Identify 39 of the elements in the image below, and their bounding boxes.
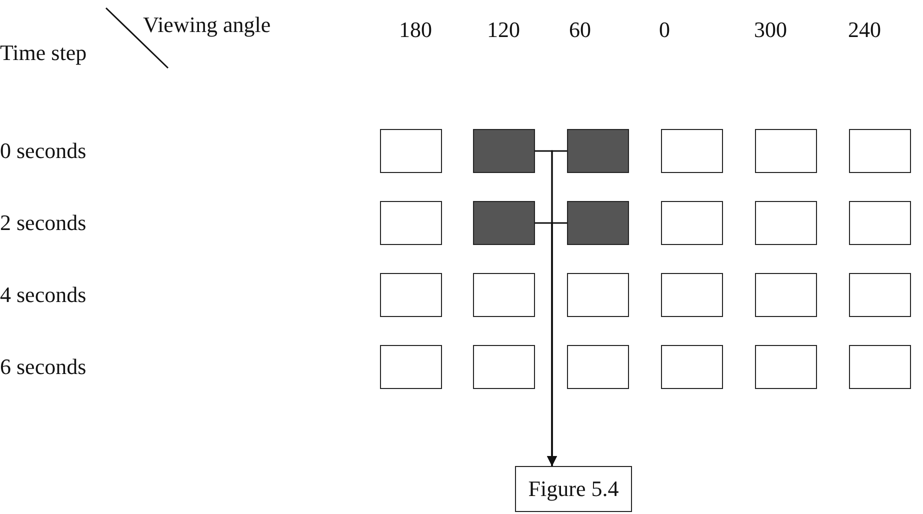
grid-cell-box <box>661 201 723 245</box>
grid-cell-box <box>567 273 629 317</box>
grid-cell-box <box>567 345 629 389</box>
shaded-grid-cell-box <box>567 201 629 245</box>
column-heading: 300 <box>754 17 787 43</box>
connector-arrow <box>547 222 567 466</box>
grid-cell-box <box>755 345 817 389</box>
row-heading: 4 seconds <box>0 282 86 308</box>
row-heading: 6 seconds <box>0 354 86 380</box>
grid-cell-box <box>849 201 911 245</box>
axis-heading: Time step <box>0 40 87 66</box>
grid-cell-box <box>473 345 535 389</box>
shaded-grid-cell-box <box>473 201 535 245</box>
column-heading: 120 <box>487 17 520 43</box>
grid-cell-box <box>380 201 442 245</box>
grid-cell-box <box>661 129 723 173</box>
grid-cell-box <box>849 129 911 173</box>
grid-cell-box <box>380 129 442 173</box>
grid-cell-box <box>755 201 817 245</box>
row-heading: 0 seconds <box>0 138 86 164</box>
grid-cell-box <box>661 345 723 389</box>
column-heading: 0 <box>659 17 670 43</box>
shaded-grid-cell-box <box>567 129 629 173</box>
figure-reference-box <box>515 466 632 512</box>
grid-cell-box <box>380 273 442 317</box>
grid-cell-box <box>380 345 442 389</box>
grid-cell-box <box>473 273 535 317</box>
grid-cell-box <box>755 129 817 173</box>
axis-heading: Viewing angle <box>143 12 271 38</box>
shaded-grid-cell-box <box>473 129 535 173</box>
column-heading: 240 <box>848 17 881 43</box>
grid-cell-box <box>849 273 911 317</box>
column-heading: 60 <box>569 17 591 43</box>
row-heading: 2 seconds <box>0 210 86 236</box>
grid-cell-box <box>849 345 911 389</box>
figure-label: Figure 5.4 <box>528 476 619 502</box>
column-heading: 180 <box>399 17 432 43</box>
grid-cell-box <box>661 273 723 317</box>
grid-cell-box <box>755 273 817 317</box>
